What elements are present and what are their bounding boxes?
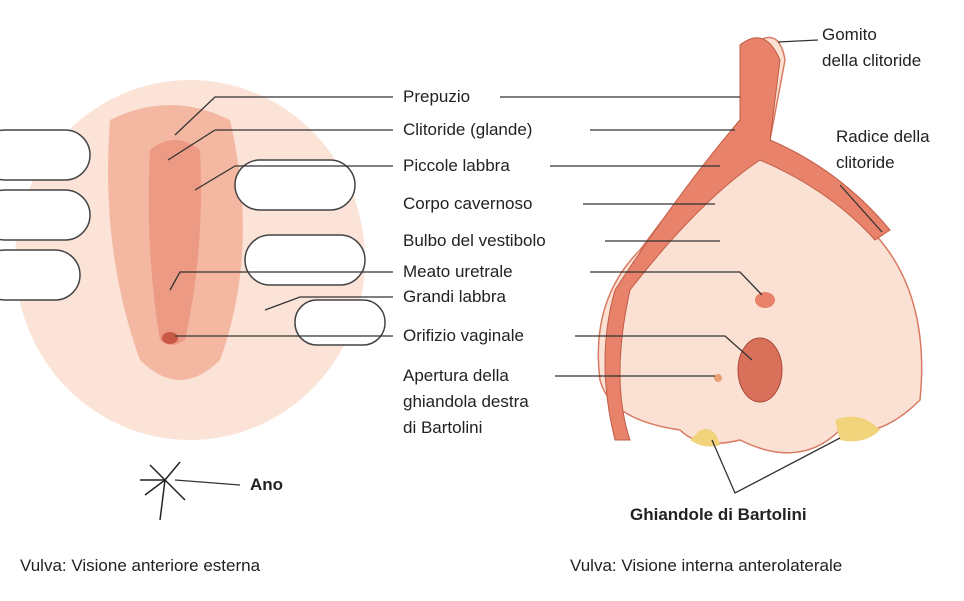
label-clitoris-glans: Clitoride (glande) <box>403 120 533 139</box>
label-anus: Ano <box>250 475 284 494</box>
label-line: di Bartolini <box>403 418 483 437</box>
label-prepuce: Prepuzio <box>403 87 471 106</box>
label-labia-minora: Piccole labbra <box>403 156 510 175</box>
label-corpus-cavernosum: Corpo cavernoso <box>403 194 533 213</box>
label-clitoris-bend: Gomito della clitoride <box>822 22 921 74</box>
leader-lines <box>167 39 883 494</box>
label-line: Gomito <box>822 25 877 44</box>
label-line: della clitoride <box>822 51 922 70</box>
external-view-illustration <box>0 80 386 521</box>
label-urethral-meatus: Meato uretrale <box>403 262 513 281</box>
caption-right: Vulva: Visione interna anterolaterale <box>570 556 843 575</box>
label-vestibular-bulb: Bulbo del vestibolo <box>403 231 546 250</box>
label-clitoris-root: Radice della clitoride <box>836 124 930 176</box>
internal-view-illustration <box>597 36 923 454</box>
label-line: Apertura della <box>403 366 509 385</box>
label-bartholin-glands: Ghiandole di Bartolini <box>630 505 807 524</box>
label-line: clitoride <box>836 153 895 172</box>
label-labia-majora: Grandi labbra <box>403 287 507 306</box>
label-line: ghiandola destra <box>403 392 529 411</box>
label-vaginal-orifice: Orifizio vaginale <box>403 326 524 345</box>
label-line: Radice della <box>836 127 930 146</box>
label-bartholin-opening: Apertura della ghiandola destra di Barto… <box>403 363 529 441</box>
caption-left: Vulva: Visione anteriore esterna <box>20 556 261 575</box>
